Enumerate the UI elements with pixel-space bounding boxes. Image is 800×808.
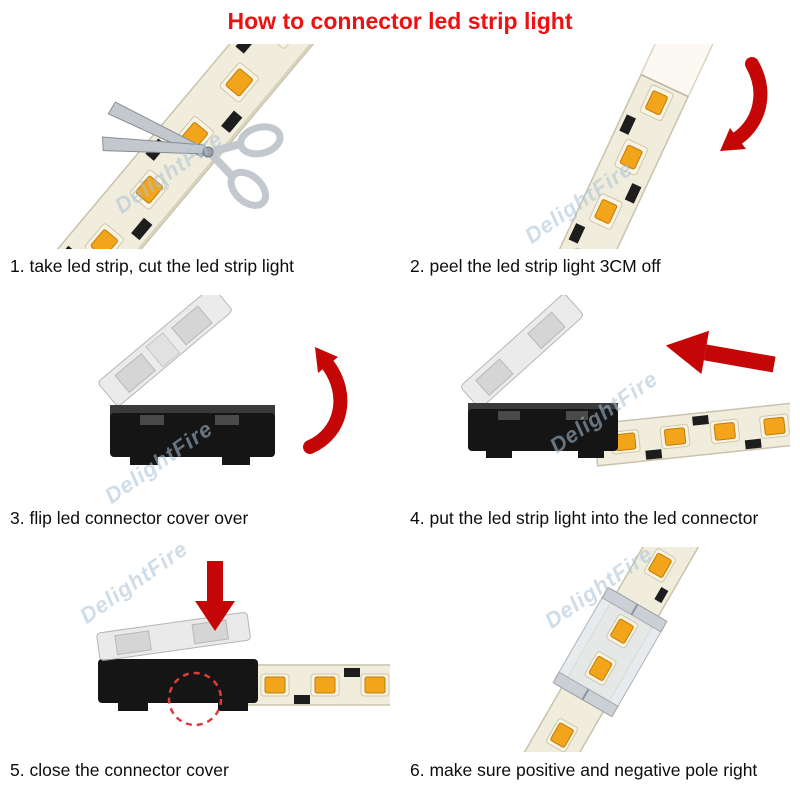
led-chip [639,84,674,121]
connector-base [468,403,618,458]
step-caption-6: 6. make sure positive and negative pole … [410,760,758,780]
led-chip [129,169,169,210]
led-chip [606,614,638,649]
step4-illustration [400,287,800,508]
step-panel-3: 3. flip led connector cover over [0,287,400,539]
red-arrow-icon [665,330,776,375]
dashed-highlight-circle [167,671,223,727]
resistor-chip [131,217,153,241]
connector-cover [96,612,251,661]
step-panel-4: 4. put the led strip light into the led … [400,287,800,539]
connector-clear [552,586,668,718]
peel-strip-graphic [547,44,768,249]
led-chip [759,413,790,439]
resistor-chip [654,586,669,604]
step-caption-5: 5. close the connector cover [10,760,229,780]
red-arrow-icon [195,561,235,631]
step5-illustration [0,539,400,760]
step-caption-4: 4. put the led strip light into the led … [410,508,759,528]
led-chip [659,424,691,450]
step2-illustration [400,37,800,256]
led-chip [360,673,390,697]
red-curved-arrow-icon [303,347,348,454]
step-caption-2: 2. peel the led strip light 3CM off [410,256,661,276]
led-strip-graphic [547,44,723,249]
connector-cover [461,295,583,408]
connector-base [98,659,258,711]
insert-strip-graphic [461,295,790,467]
step-panel-6: 6. make sure positive and negative pole … [400,539,800,791]
connector-cover [98,295,232,406]
resistor-chip [692,415,709,426]
led-chip [709,418,741,444]
led-chip [589,193,623,230]
resistor-chip [221,110,243,133]
led-chip [584,651,617,686]
step6-illustration [400,539,800,760]
step-caption-3: 3. flip led connector cover over [10,508,249,528]
led-chip [546,718,578,752]
scissors-icon [101,101,284,209]
resistor-chip [645,449,663,460]
finished-connection-graphic [518,547,702,752]
page-title: How to connector led strip light [227,8,573,34]
cut-strip-graphic [14,44,336,249]
step1-illustration [0,37,400,256]
led-strip-graphic [592,401,790,467]
resistor-chip [568,223,586,244]
led-chip [644,548,676,583]
resistor-chip [619,114,636,135]
step3-illustration [0,287,400,508]
resistor-chip [344,668,360,677]
red-curved-arrow-icon [720,57,768,151]
led-chip [260,673,290,697]
led-strip-graphic [239,664,390,706]
step-panel-5: 5. close the connector cover [0,539,400,791]
close-cover-graphic [96,561,390,727]
led-chip [84,223,124,249]
step-panel-1: 1. take led strip, cut the led strip lig… [0,37,400,287]
flip-cover-graphic [98,295,348,465]
step-panel-2: 2. peel the led strip light 3CM off [400,37,800,287]
resistor-chip [624,183,642,204]
led-chip [614,138,648,176]
steps-grid: 1. take led strip, cut the led strip lig… [0,37,800,791]
step-caption-1: 1. take led strip, cut the led strip lig… [10,256,295,276]
led-chip [219,62,259,103]
resistor-chip [294,695,310,704]
resistor-chip [744,438,762,450]
instruction-sheet: How to connector led strip light [0,8,800,791]
connector-base [110,405,275,465]
resistor-chip [235,44,257,54]
led-chip [310,673,340,697]
